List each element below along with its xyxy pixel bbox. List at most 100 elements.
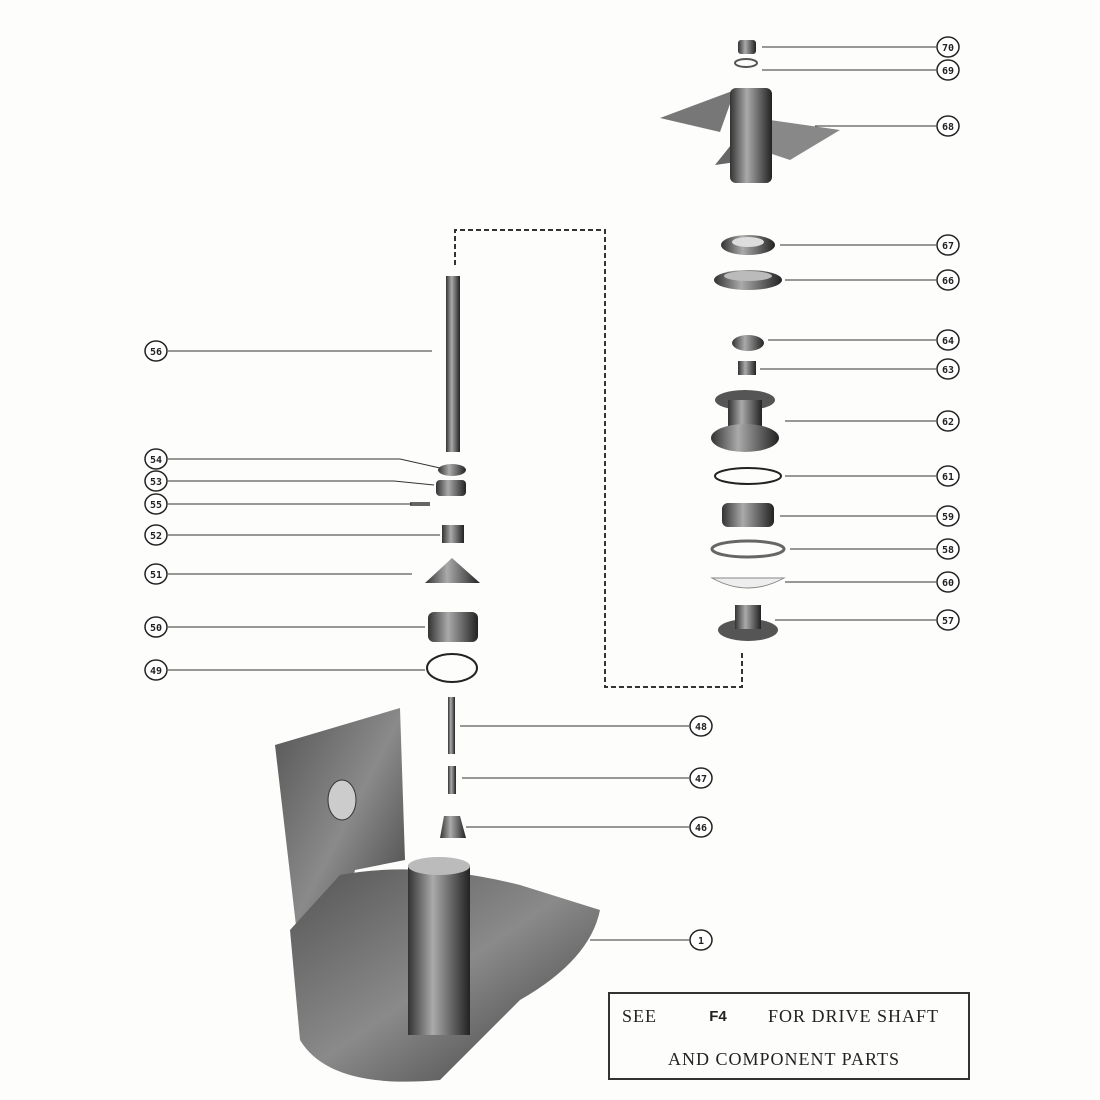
callout-67[interactable]: 67 xyxy=(936,234,960,256)
callout-circle xyxy=(936,36,960,58)
callout-number: 59 xyxy=(942,512,954,523)
callout-number: 69 xyxy=(942,66,954,77)
callout-46[interactable]: 46 xyxy=(689,816,713,838)
dashed-assembly-line xyxy=(454,229,743,688)
callout-circle xyxy=(936,115,960,137)
note-reference-link[interactable]: F4 xyxy=(709,1008,727,1025)
ring-58 xyxy=(710,539,786,559)
note-see-text: SEE xyxy=(622,1006,658,1026)
retainer-53 xyxy=(436,480,466,496)
nut-70 xyxy=(738,40,756,54)
callout-69[interactable]: 69 xyxy=(936,59,960,81)
callout-number: 57 xyxy=(942,616,954,627)
callout-64[interactable]: 64 xyxy=(936,329,960,351)
reference-note-box: SEE F4 FOR DRIVE SHAFT AND COMPONENT PAR… xyxy=(608,992,970,1080)
o-ring-49 xyxy=(426,653,478,683)
callout-circle xyxy=(936,59,960,81)
leader-line-53 xyxy=(168,480,435,486)
bearing-64 xyxy=(732,335,764,351)
callout-63[interactable]: 63 xyxy=(936,358,960,380)
callout-53[interactable]: 53 xyxy=(144,470,168,492)
callout-60[interactable]: 60 xyxy=(936,571,960,593)
callout-circle xyxy=(144,524,168,546)
callout-circle xyxy=(936,505,960,527)
leader-line-54 xyxy=(168,458,441,469)
callout-circle xyxy=(936,465,960,487)
callout-61[interactable]: 61 xyxy=(936,465,960,487)
callout-circle xyxy=(144,659,168,681)
callout-55[interactable]: 55 xyxy=(144,493,168,515)
callout-number: 55 xyxy=(150,500,162,511)
callout-57[interactable]: 57 xyxy=(936,609,960,631)
callout-number: 58 xyxy=(942,545,954,556)
bearing-50 xyxy=(428,612,478,642)
callout-circle xyxy=(936,358,960,380)
washer-69 xyxy=(734,58,758,68)
callout-number: 53 xyxy=(150,477,162,488)
callout-circle xyxy=(936,410,960,432)
callout-circle xyxy=(689,767,713,789)
callout-number: 47 xyxy=(695,774,707,785)
bearing-63 xyxy=(738,361,756,375)
shim-60 xyxy=(710,577,786,589)
callout-circle xyxy=(689,715,713,737)
callout-number: 66 xyxy=(942,276,954,287)
callout-number: 68 xyxy=(942,122,954,133)
o-ring-61 xyxy=(714,467,782,485)
callout-number: 60 xyxy=(942,578,954,589)
callout-circle xyxy=(144,616,168,638)
note-line2-text: AND COMPONENT PARTS xyxy=(668,1049,900,1069)
callout-circle xyxy=(689,929,713,951)
callout-circle xyxy=(936,609,960,631)
callout-number: 56 xyxy=(150,347,162,358)
callout-circle xyxy=(144,563,168,585)
gear-housing-1 xyxy=(275,708,600,1082)
callout-circle xyxy=(936,329,960,351)
note-for-text: FOR DRIVE SHAFT xyxy=(768,1006,940,1026)
callout-66[interactable]: 66 xyxy=(936,269,960,291)
callout-number: 70 xyxy=(942,43,954,54)
callout-number: 67 xyxy=(942,241,954,252)
callout-70[interactable]: 70 xyxy=(936,36,960,58)
callout-number: 63 xyxy=(942,365,954,376)
pin-55 xyxy=(410,502,430,506)
callout-52[interactable]: 52 xyxy=(144,524,168,546)
callout-number: 64 xyxy=(942,336,954,347)
propeller-68 xyxy=(660,88,840,183)
leader-lines xyxy=(168,46,936,941)
callout-1[interactable]: 1 xyxy=(689,929,713,951)
callout-62[interactable]: 62 xyxy=(936,410,960,432)
seal-67 xyxy=(721,235,775,255)
callout-number: 49 xyxy=(150,666,162,677)
callout-47[interactable]: 47 xyxy=(689,767,713,789)
pinion-shaft-56 xyxy=(446,276,460,452)
callout-circle xyxy=(144,493,168,515)
callout-circle xyxy=(936,234,960,256)
callout-51[interactable]: 51 xyxy=(144,563,168,585)
callout-54[interactable]: 54 xyxy=(144,448,168,470)
callout-49[interactable]: 49 xyxy=(144,659,168,681)
callout-50[interactable]: 50 xyxy=(144,616,168,638)
callout-56[interactable]: 56 xyxy=(144,340,168,362)
pin-47 xyxy=(448,766,456,794)
bearing-59 xyxy=(722,503,774,527)
callout-number: 48 xyxy=(695,722,707,733)
callout-circle xyxy=(689,816,713,838)
stud-48 xyxy=(448,697,455,754)
callout-48[interactable]: 48 xyxy=(689,715,713,737)
callout-circle xyxy=(936,538,960,560)
callout-number: 62 xyxy=(942,417,954,428)
bearing-54 xyxy=(438,464,466,476)
nut-46 xyxy=(440,816,466,838)
callout-59[interactable]: 59 xyxy=(936,505,960,527)
pinion-gear-51 xyxy=(425,558,480,583)
callout-circle xyxy=(144,448,168,470)
bearing-52 xyxy=(442,525,464,543)
bearing-carrier-62 xyxy=(711,390,779,452)
callout-labels: 70 69 68 67 66 64 63 62 61 59 58 60 57 48 47 46 1 56 54 53 5… xyxy=(144,36,960,951)
callout-circle xyxy=(936,571,960,593)
callout-number: 61 xyxy=(942,472,954,483)
callout-68[interactable]: 68 xyxy=(936,115,960,137)
callout-58[interactable]: 58 xyxy=(936,538,960,560)
